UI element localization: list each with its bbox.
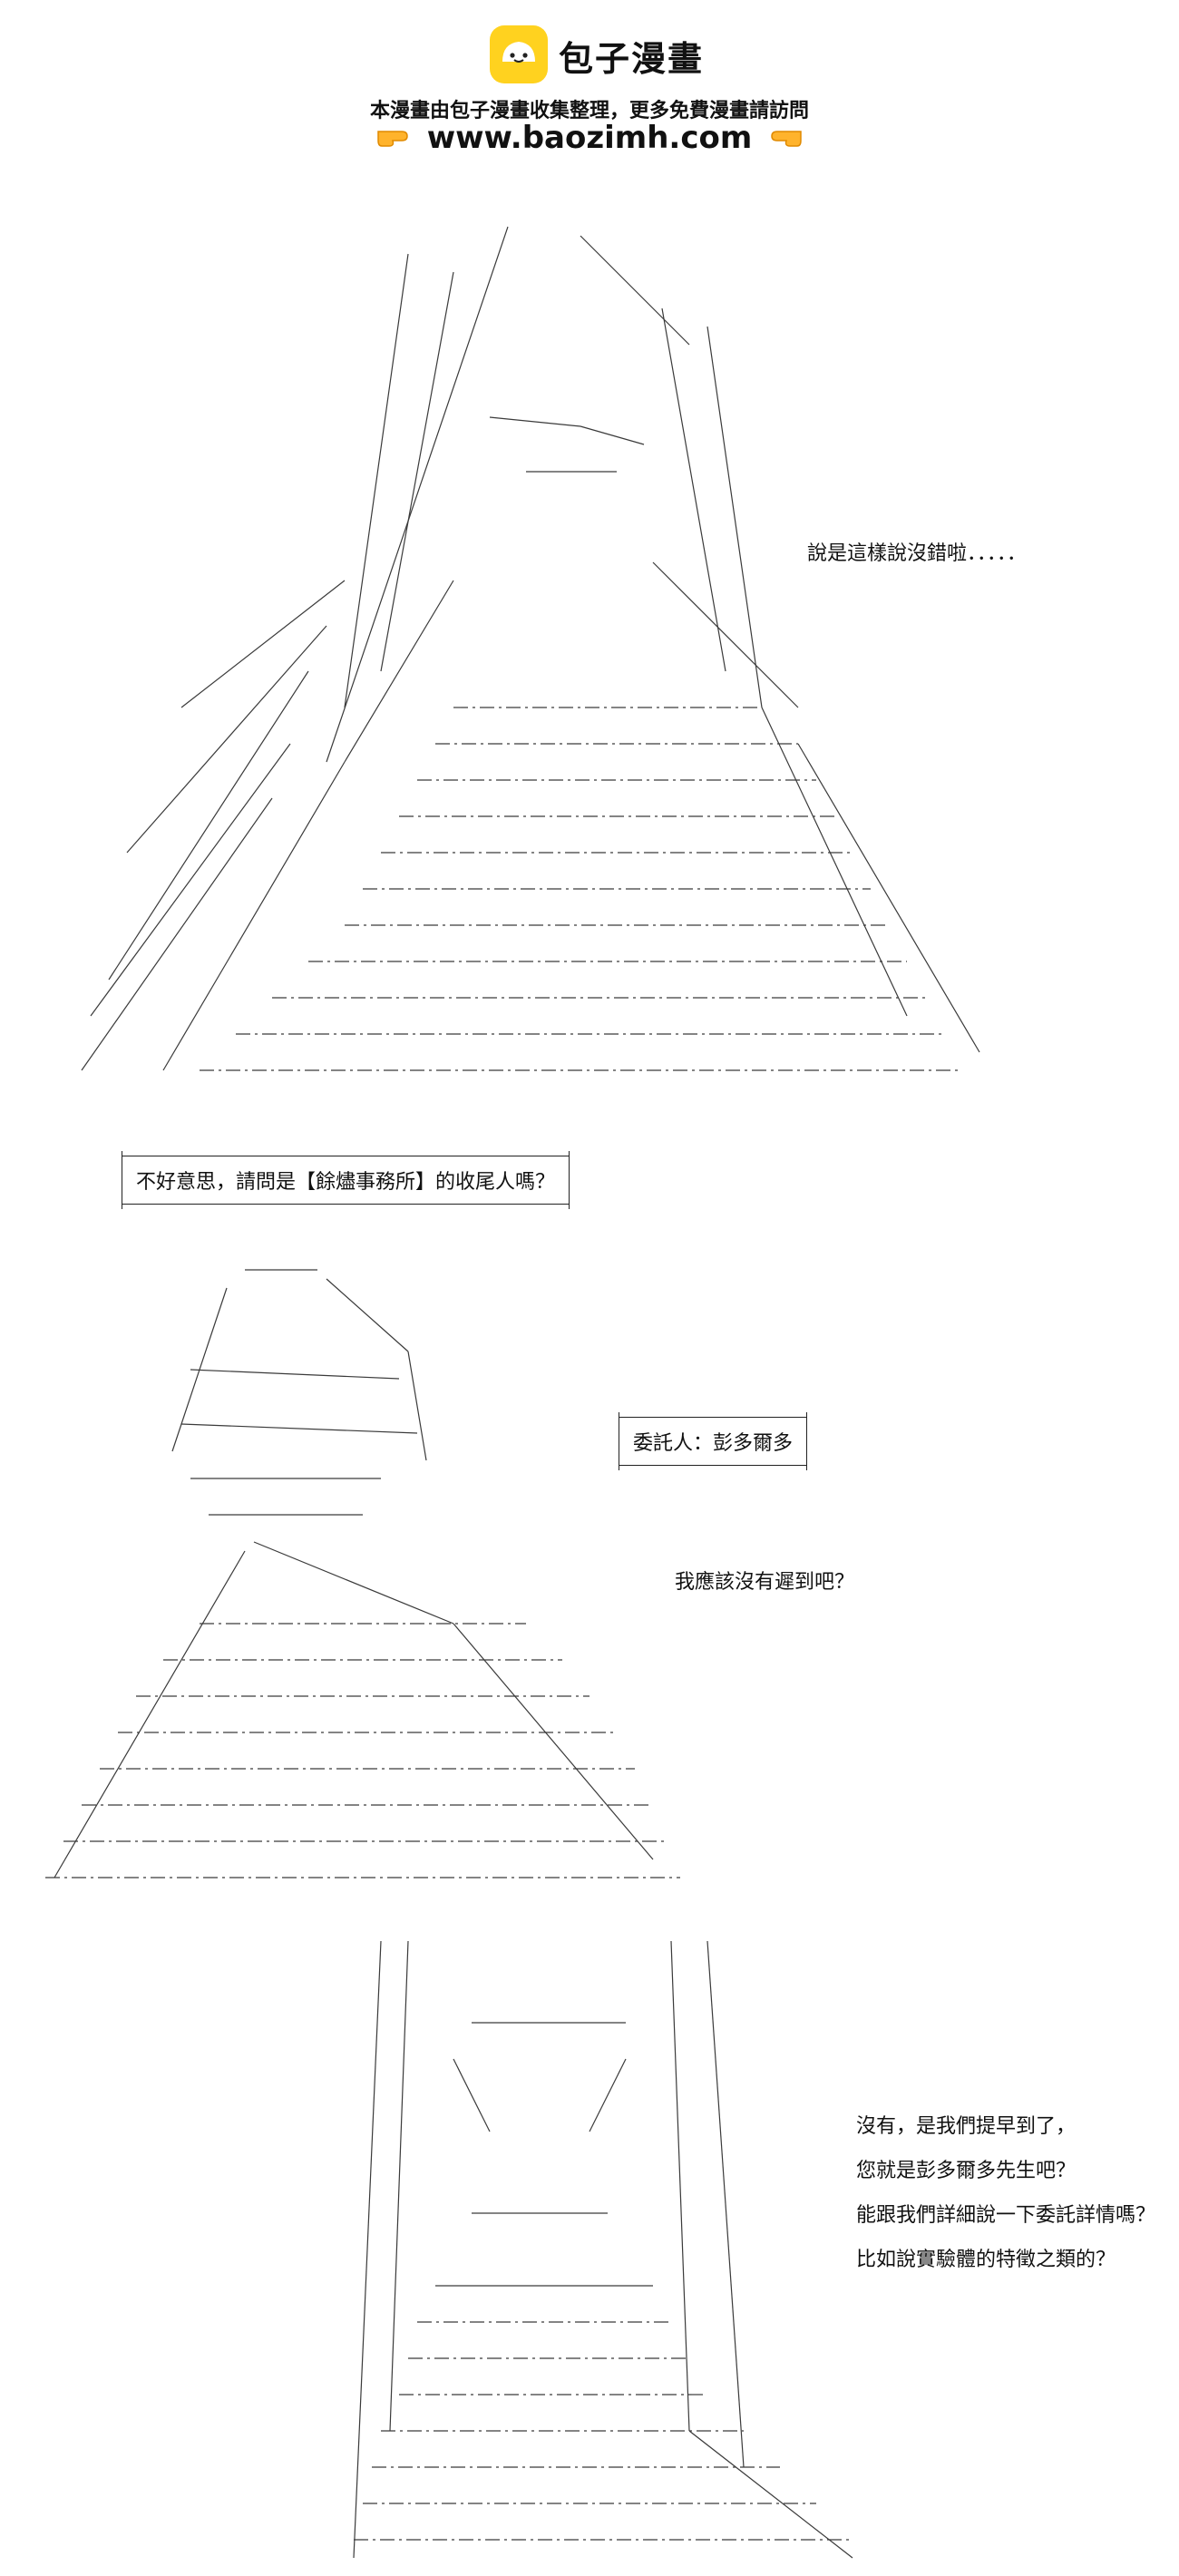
site-link-row: www.baozimh.com xyxy=(0,120,1179,156)
pointing-hand-icon xyxy=(375,122,414,153)
panel2-boxed-caption: 不好意思，請問是【餘燼事務所】的收尾人嗎？ xyxy=(122,1151,570,1209)
ascii-art-figure-seated xyxy=(353,1940,853,2559)
site-url-link[interactable]: www.baozimh.com xyxy=(426,120,753,156)
panel1-caption: 說是這樣說沒錯啦．．．．． xyxy=(807,542,1028,565)
panel3-line: 能跟我們詳細說一下委託詳情嗎？ xyxy=(856,2204,1156,2227)
ascii-art-figure-long-hair xyxy=(81,226,980,1071)
ascii-art-figure-hooded xyxy=(45,1269,680,1878)
panel3-dialogue: 沒有，是我們提早到了， 您就是彭多爾多先生吧？ 能跟我們詳細說一下委託詳情嗎？ … xyxy=(856,2104,1155,2282)
panel2-client-label: 委託人：彭多爾多 xyxy=(619,1412,808,1470)
brand-name[interactable]: 包子漫畫 xyxy=(559,39,705,79)
pointing-hand-icon xyxy=(765,122,804,153)
baozi-logo-icon xyxy=(490,25,548,83)
panel2-caption: 我應該沒有遲到吧？ xyxy=(675,1571,855,1594)
baozi-logo-face xyxy=(502,42,535,63)
panel3-line: 比如說實驗體的特徵之類的？ xyxy=(856,2249,1116,2271)
site-notice: 本漫畫由包子漫畫收集整理，更多免費漫畫請訪問 xyxy=(369,100,809,122)
panel3-line: 您就是彭多爾多先生吧？ xyxy=(856,2160,1077,2182)
panel3-line: 沒有，是我們提早到了， xyxy=(856,2115,1077,2138)
